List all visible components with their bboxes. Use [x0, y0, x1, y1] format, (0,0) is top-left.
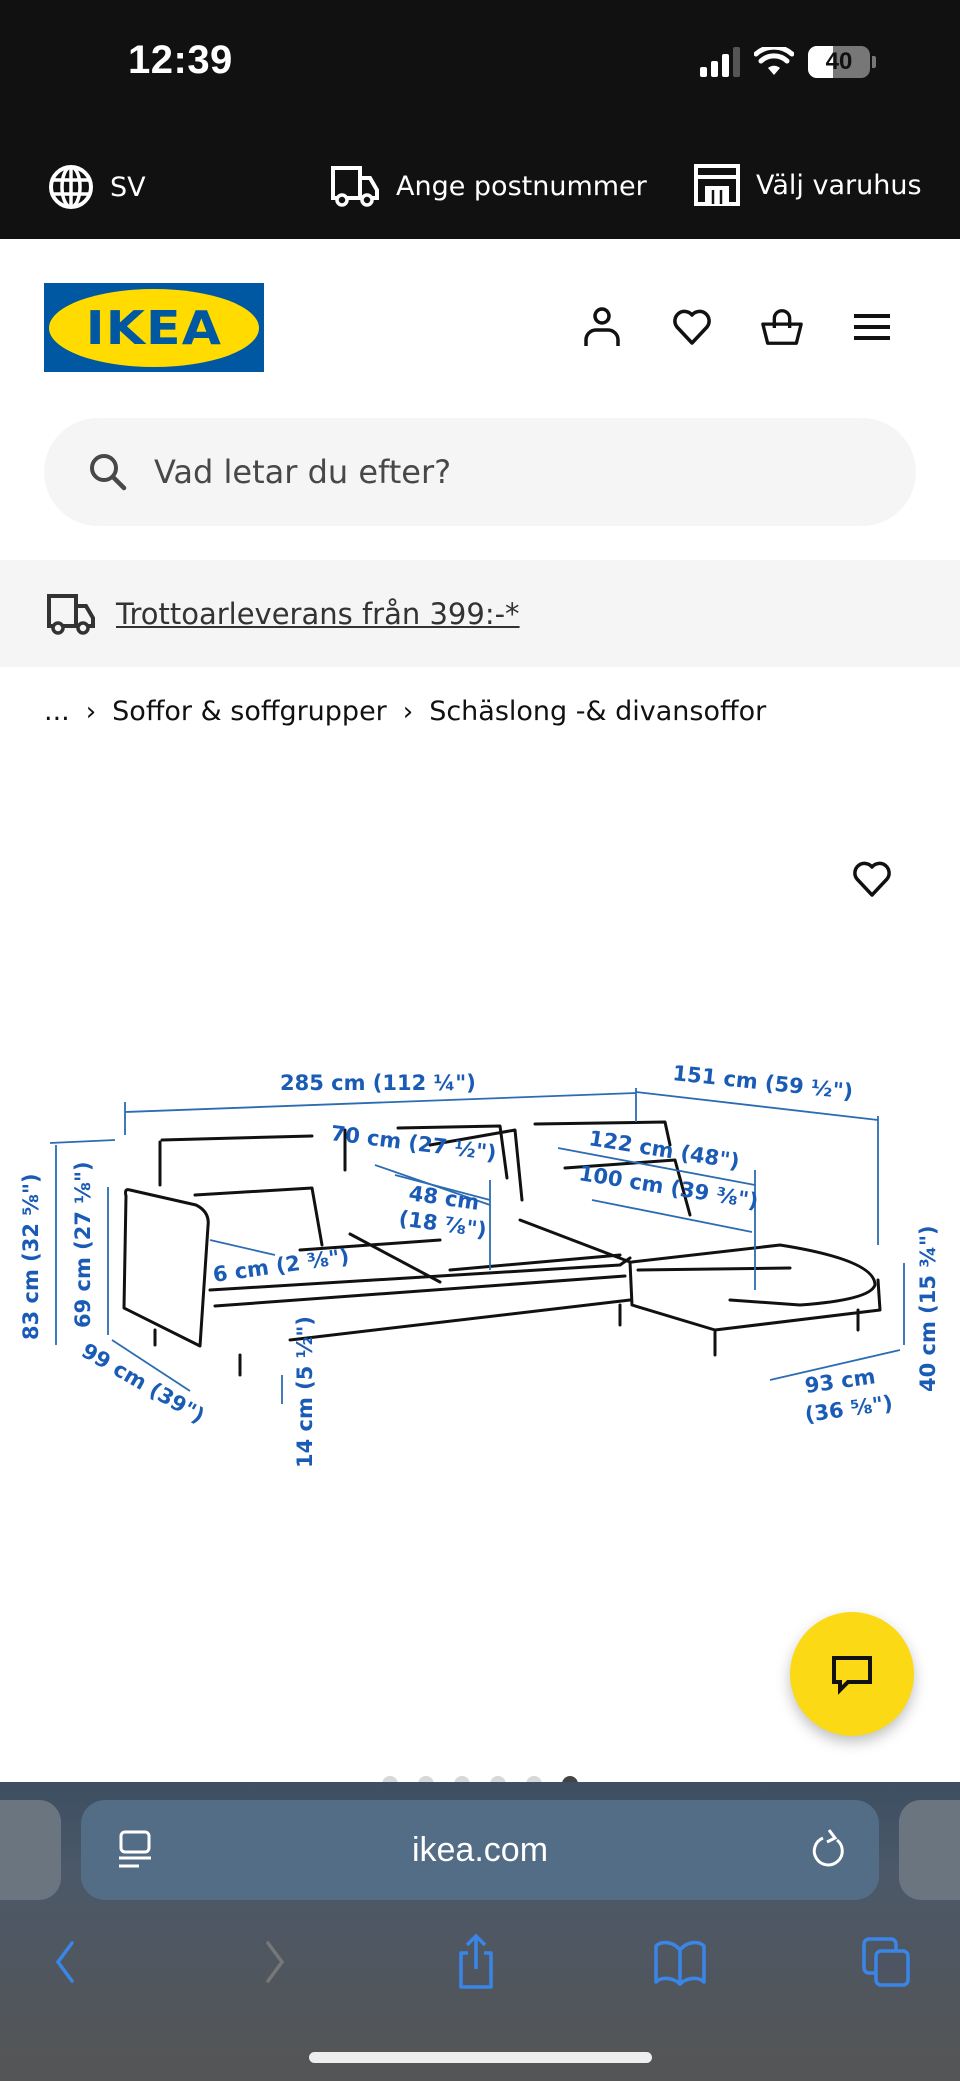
- breadcrumb: ... › Soffor & soffgrupper › Schäslong -…: [44, 696, 766, 727]
- product-dimension-image[interactable]: 285 cm (112 ¼") 151 cm (59 ½") 70 cm (27…: [0, 1040, 960, 1600]
- dimension-depth: 99 cm (39"): [78, 1339, 209, 1429]
- dimension-chaise-depth: 151 cm (59 ½"): [671, 1061, 854, 1104]
- dimension-leg-height: 14 cm (5 ½"): [293, 1316, 317, 1468]
- basket-icon: [761, 309, 803, 345]
- chat-bubble-icon: [832, 1656, 872, 1695]
- url-text: ikea.com: [411, 1830, 549, 1869]
- share-icon: [459, 1933, 493, 1989]
- cart-button[interactable]: [760, 305, 804, 349]
- logo-text: IKEA: [85, 300, 223, 355]
- back-button[interactable]: [30, 1927, 100, 1997]
- chevron-right-icon: [266, 1941, 285, 1983]
- status-time: 12:39: [128, 38, 233, 82]
- wifi-icon: [754, 47, 794, 75]
- breadcrumb-item-chaise-sofas[interactable]: Schäslong -& divansoffor: [429, 696, 767, 727]
- status-bar: 12:39 40: [0, 0, 960, 130]
- menu-button[interactable]: [850, 305, 894, 349]
- book-icon: [654, 1940, 706, 1986]
- postcode-button[interactable]: Ange postnummer: [330, 164, 647, 208]
- search-bar[interactable]: [44, 418, 916, 526]
- user-icon: [584, 307, 620, 346]
- favourites-button[interactable]: [670, 305, 714, 349]
- header-icons: [580, 305, 894, 349]
- dimension-seat-height: 40 cm (15 ¾"): [916, 1225, 940, 1392]
- chevron-left-icon: [55, 1941, 74, 1983]
- postcode-label: Ange postnummer: [396, 170, 647, 202]
- truck-icon: [331, 166, 379, 207]
- address-bar[interactable]: ikea.com: [81, 1800, 879, 1900]
- page-menu-icon[interactable]: [117, 1830, 153, 1870]
- language-selector[interactable]: SV: [48, 164, 146, 210]
- globe-icon: [49, 165, 93, 209]
- store-icon: [694, 164, 740, 206]
- next-tab[interactable]: [899, 1800, 960, 1900]
- battery-icon: 40: [808, 46, 870, 78]
- browser-toolbar: ikea.com: [0, 1782, 960, 2081]
- delivery-banner: Trottoarleverans från 399:-*: [0, 560, 960, 667]
- battery-percent: 40: [825, 48, 853, 75]
- dimension-total-height: 83 cm (32 ⅝"): [19, 1173, 43, 1340]
- utility-bar: SV Ange postnummer Välj varuhus: [0, 130, 960, 239]
- store-label: Välj varuhus: [756, 169, 922, 201]
- delivery-link[interactable]: Trottoarleverans från 399:-*: [116, 596, 520, 631]
- forward-button[interactable]: [240, 1927, 310, 1997]
- breadcrumb-item-sofas[interactable]: Soffor & soffgrupper: [112, 696, 387, 727]
- chevron-right-icon: ›: [402, 696, 414, 727]
- dimension-total-width: 285 cm (112 ¼"): [280, 1071, 476, 1095]
- dimension-back-height: 69 cm (27 ⅛"): [71, 1161, 95, 1328]
- menu-icon: [854, 314, 890, 340]
- breadcrumb-item-ellipsis[interactable]: ...: [44, 696, 70, 727]
- chat-button[interactable]: [790, 1612, 914, 1736]
- browser-nav-row: [0, 1927, 960, 2007]
- search-input[interactable]: [154, 453, 854, 491]
- tabs-button[interactable]: [852, 1927, 922, 1997]
- home-indicator[interactable]: [309, 2052, 652, 2063]
- bookmarks-button[interactable]: [645, 1927, 715, 1997]
- share-button[interactable]: [441, 1927, 511, 1997]
- store-selector[interactable]: Välj varuhus: [694, 164, 922, 206]
- dimension-armrest: 6 cm (2 ⅜"): [211, 1244, 350, 1287]
- ikea-logo[interactable]: IKEA: [44, 283, 264, 372]
- site-header: IKEA: [0, 239, 960, 419]
- reload-icon[interactable]: [809, 1828, 849, 1872]
- status-icons: 40: [700, 46, 876, 78]
- truck-icon: [47, 593, 95, 635]
- account-button[interactable]: [580, 305, 624, 349]
- chevron-right-icon: ›: [85, 696, 97, 727]
- language-label: SV: [110, 171, 146, 203]
- search-icon: [90, 454, 127, 491]
- cellular-signal-icon: [700, 47, 740, 77]
- heart-icon: [673, 309, 711, 345]
- add-to-favourites-heart-icon[interactable]: [850, 857, 894, 901]
- tabs-icon: [862, 1937, 910, 1987]
- previous-tab[interactable]: [0, 1800, 61, 1900]
